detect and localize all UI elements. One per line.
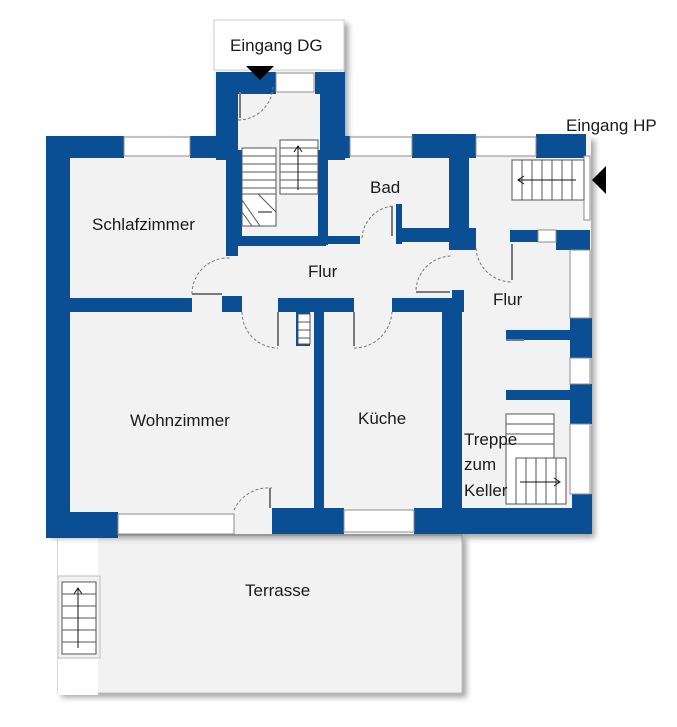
label-flur-1: Flur [308, 262, 338, 281]
label-wohnzimmer: Wohnzimmer [130, 411, 230, 430]
label-kueche: Küche [358, 409, 406, 428]
staircase-dg [241, 139, 319, 227]
shaft [297, 313, 311, 345]
windows [117, 72, 591, 535]
label-bad: Bad [370, 178, 400, 197]
entrance-triangle-icon [592, 166, 606, 194]
staircase-terrace [61, 581, 97, 655]
walls [46, 72, 592, 538]
label-eingang-hp: Eingang HP [566, 116, 657, 135]
doors [191, 85, 524, 511]
label-schlafzimmer: Schlafzimmer [92, 215, 195, 234]
label-flur-2: Flur [493, 290, 523, 309]
label-terrasse: Terrasse [245, 581, 310, 600]
staircase-keller [505, 413, 567, 505]
label-zum: zum [464, 455, 496, 474]
label-treppe: Treppe [464, 430, 517, 449]
terrace-area [57, 534, 463, 695]
staircase-hp [511, 159, 585, 201]
entrance-triangle-icon [246, 66, 274, 80]
label-keller: Keller [464, 481, 508, 500]
label-eingang-dg: Eingang DG [230, 36, 323, 55]
